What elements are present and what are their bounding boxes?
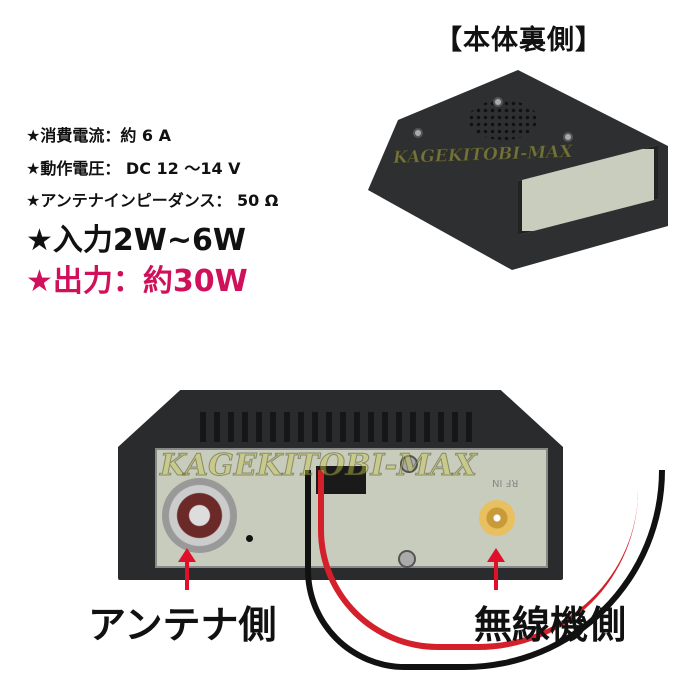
arrow-shaft <box>494 560 498 590</box>
led-hole <box>246 535 253 542</box>
watermark: KAGEKITOBI-MAX <box>160 448 478 484</box>
spec-input-power: ★入力2W~6W <box>26 223 246 258</box>
screw <box>563 132 573 142</box>
spec-output-power: ★出力：約30W <box>26 264 248 299</box>
vent-slots <box>200 412 480 442</box>
arrow-up-icon <box>178 548 196 562</box>
antenna-side-label: アンテナ側 <box>88 603 277 647</box>
power-cable-red <box>318 470 638 650</box>
uhf-antenna-connector <box>162 478 237 553</box>
screw <box>413 128 423 138</box>
spec-current: ★消費電流：約 6 A <box>26 126 172 145</box>
speaker-grill <box>468 100 538 140</box>
section-title: 【本体裏側】 <box>435 25 603 56</box>
arrow-shaft <box>185 560 189 590</box>
screw <box>493 97 503 107</box>
arrow-up-icon <box>487 548 505 562</box>
spec-impedance: ★アンテナインピーダンス： 50 Ω <box>26 191 279 210</box>
amplifier-top-view-image: KAGEKITOBI-MAX <box>368 70 668 270</box>
spec-voltage: ★動作電圧： DC 12 ～14 V <box>26 159 241 178</box>
radio-side-label: 無線機側 <box>474 603 627 647</box>
